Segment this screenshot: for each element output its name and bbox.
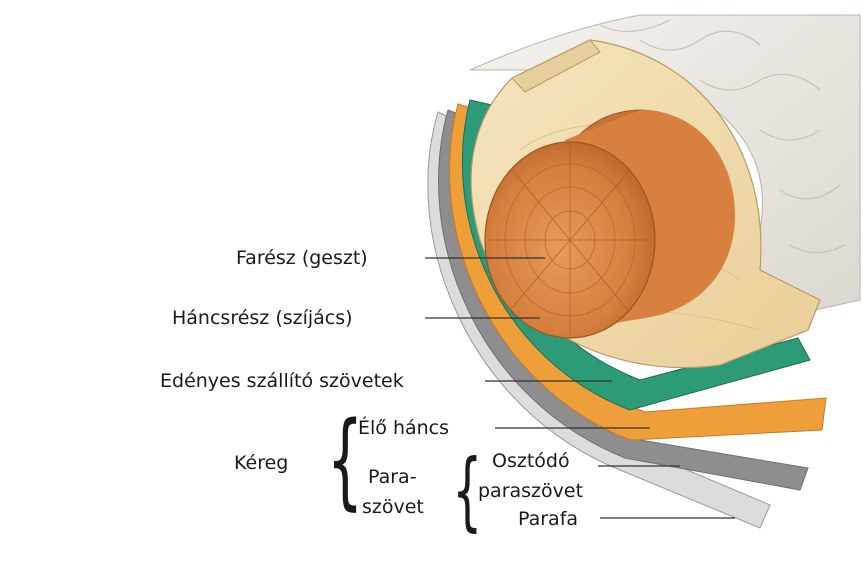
label-phloem: Élő háncs xyxy=(358,417,449,439)
brace-bark: { xyxy=(327,408,363,512)
label-bark: Kéreg xyxy=(234,452,288,474)
label-cambium-1: Osztódó xyxy=(492,450,570,472)
label-vascular: Edényes szállító szövetek xyxy=(160,370,404,392)
label-heartwood: Farész (geszt) xyxy=(236,247,368,269)
label-periderm-2: szövet xyxy=(362,496,424,518)
label-cork: Parafa xyxy=(518,508,578,530)
label-cambium-2: paraszövet xyxy=(478,480,583,502)
brace-periderm: { xyxy=(452,448,482,534)
label-periderm-1: Para- xyxy=(368,466,417,488)
label-sapwood: Háncsrész (szíjács) xyxy=(172,307,353,329)
